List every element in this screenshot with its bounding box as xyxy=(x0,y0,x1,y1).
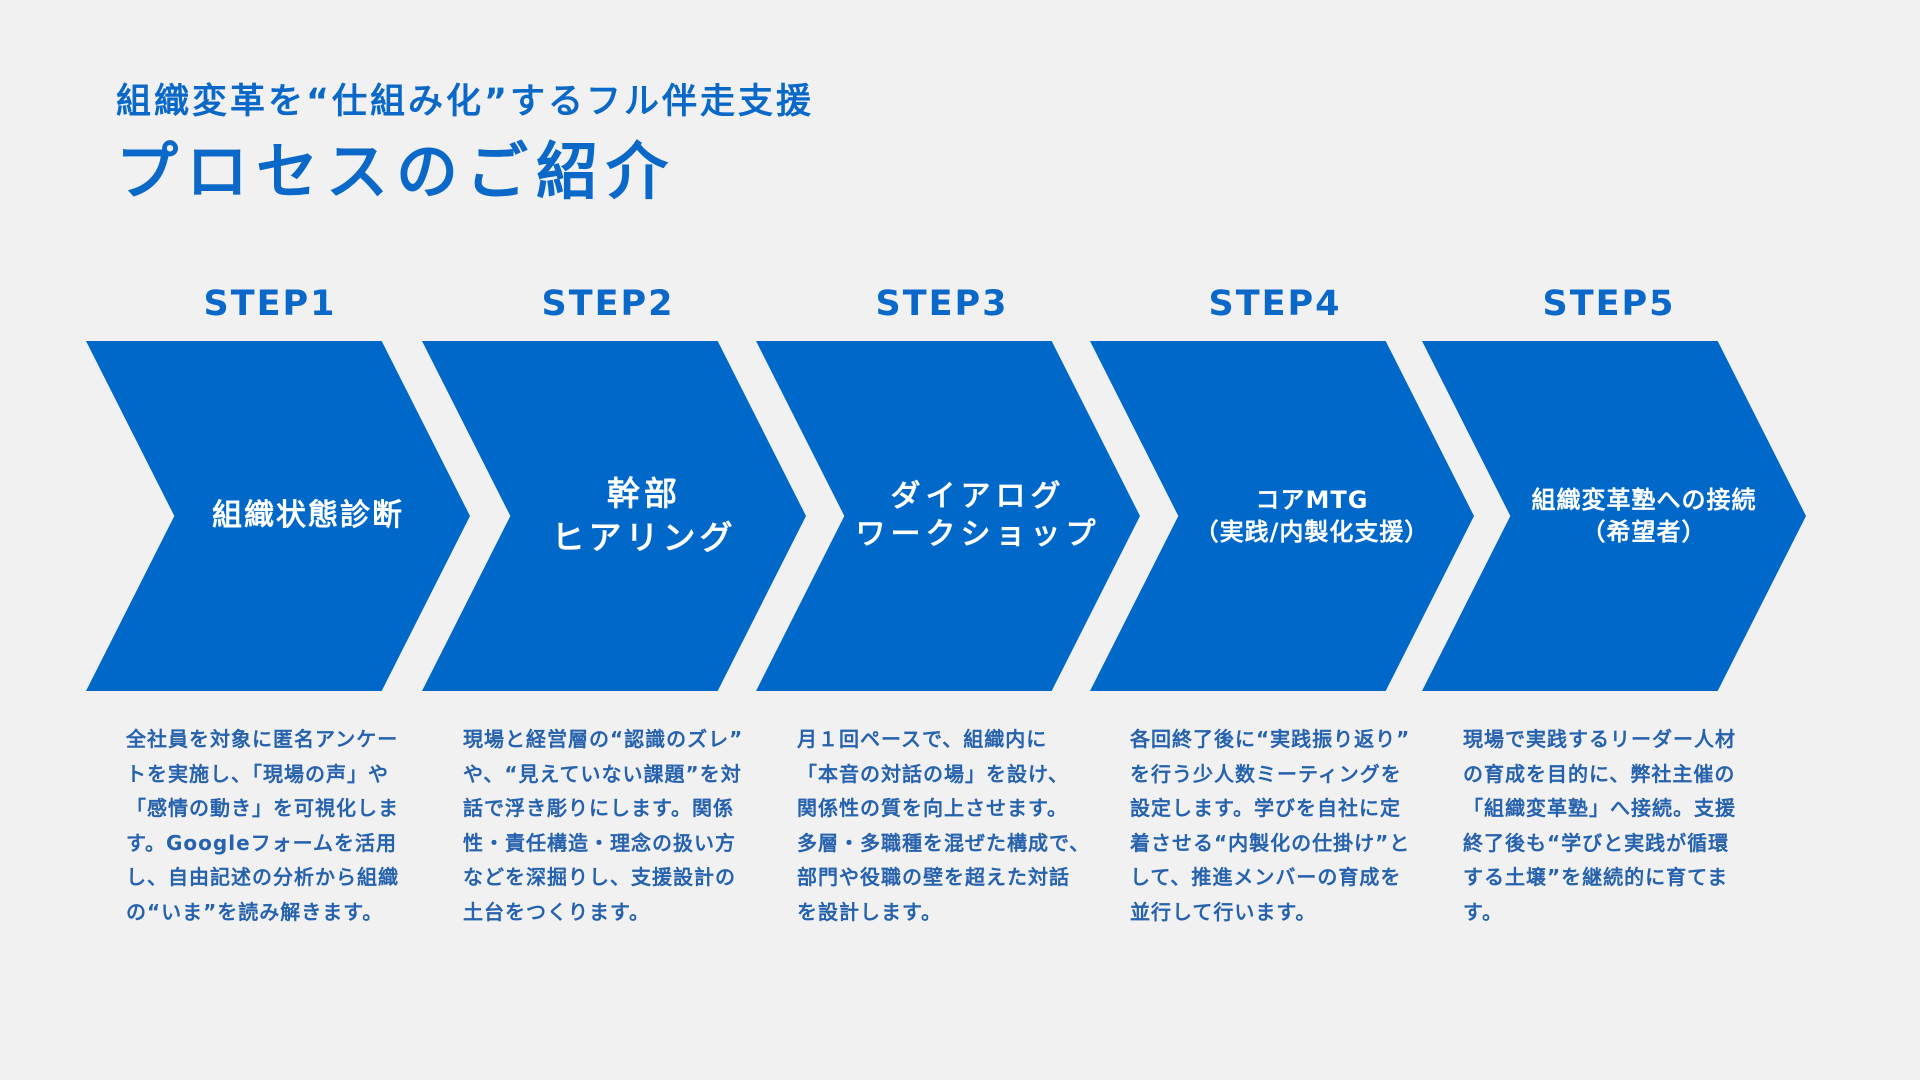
step-3-chevron: ダイアログ ワークショップ xyxy=(756,341,1140,691)
step-5-description: 現場で実践するリーダー人材 の育成を目的に、弊社主催の 「組織変革塾」へ接続。支… xyxy=(1463,727,1736,924)
step-4-description: 各回終了後に“実践振り返り” を行う少人数ミーティングを 設定します。学びを自社… xyxy=(1130,727,1411,924)
step-5-chevron: 組織変革塾への接続 （希望者） xyxy=(1422,341,1806,691)
step-4-chevron: コアMTG （実践/内製化支援） xyxy=(1090,341,1474,691)
step-3-label: STEP3 xyxy=(875,284,1009,324)
step-2-title-line: 幹部 xyxy=(607,474,681,513)
step-1-description: 全社員を対象に匿名アンケー トを実施し、「現場の声」や 「感情の動き」を可視化し… xyxy=(126,727,399,924)
step-4-title-line: （実践/内製化支援） xyxy=(1194,518,1430,546)
step-1-chevron: 組織状態診断 xyxy=(86,341,470,691)
step-3-description: 月１回ペースで、組織内に 「本音の対話の場」を設け、 関係性の質を向上させます。… xyxy=(797,727,1091,924)
step-5-title-line: （希望者） xyxy=(1581,518,1707,546)
step-1-label: STEP1 xyxy=(203,284,337,324)
step-2-title-line: ヒアリング xyxy=(551,518,737,557)
step-3-title: ダイアログ ワークショップ xyxy=(776,341,1120,691)
step-5-title-line: 組織変革塾への接続 xyxy=(1531,486,1757,514)
step-5-title: 組織変革塾への接続 （希望者） xyxy=(1442,341,1786,691)
header: 組織変革を“仕組み化”するフル伴走支援 プロセスのご紹介 xyxy=(116,78,814,212)
step-5-label: STEP5 xyxy=(1542,284,1676,324)
step-4-title-line: コアMTG xyxy=(1255,486,1369,514)
step-2-label: STEP2 xyxy=(541,284,675,324)
step-4-title: コアMTG （実践/内製化支援） xyxy=(1110,341,1454,691)
step-1-title-line: 組織状態診断 xyxy=(212,498,404,533)
step-3-title-line: ワークショップ xyxy=(855,517,1101,552)
step-4-label: STEP4 xyxy=(1208,284,1342,324)
step-2-chevron: 幹部 ヒアリング xyxy=(422,341,806,691)
step-1-title: 組織状態診断 xyxy=(106,341,450,691)
step-2-description: 現場と経営層の“認識のズレ” や、“見えていない課題”を対 話で浮き彫りにします… xyxy=(463,727,744,924)
step-3-title-line: ダイアログ xyxy=(890,479,1066,514)
step-2-title: 幹部 ヒアリング xyxy=(442,341,786,691)
page-title: プロセスのご紹介 xyxy=(116,135,677,208)
page-subtitle: 組織変革を“仕組み化”するフル伴走支援 xyxy=(116,82,815,122)
